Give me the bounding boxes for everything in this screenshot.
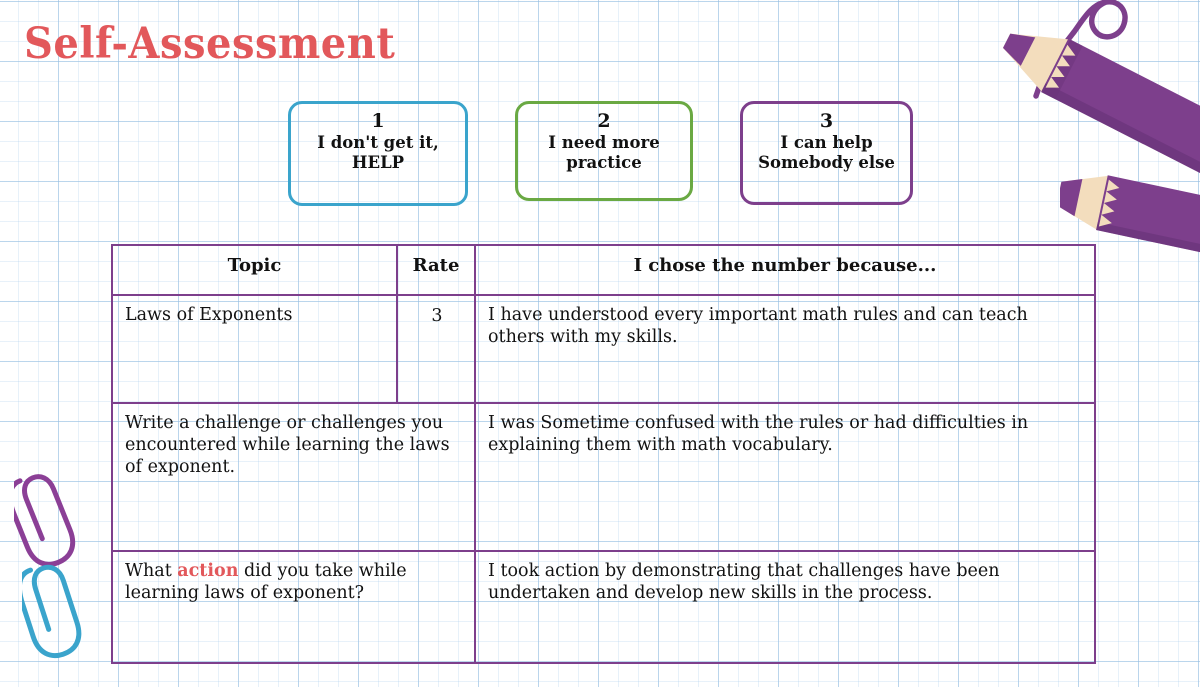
cell-prompt-3-highlight: action (177, 561, 239, 581)
page-title: Self-Assessment (24, 18, 396, 69)
rating-option-3-number: 3 (819, 110, 834, 132)
rating-option-2-description: I need more practice (548, 133, 660, 172)
rating-option-3[interactable]: 3 I can help Somebody else (740, 101, 913, 205)
cell-answer-2[interactable]: I was Sometime confused with the rules o… (474, 402, 1096, 552)
rating-option-1[interactable]: 1 I don't get it, HELP (288, 101, 468, 206)
rating-option-2-number: 2 (597, 110, 611, 132)
cell-reason-1[interactable]: I have understood every important math r… (474, 294, 1096, 404)
rating-option-1-description: I don't get it, HELP (317, 133, 439, 172)
cell-answer-3[interactable]: I took action by demonstrating that chal… (474, 550, 1096, 664)
table-row: Laws of Exponents 3 I have understood ev… (111, 294, 1096, 404)
cell-prompt-3-part-b: did you take while learning laws of expo… (125, 561, 407, 604)
table-header-row: Topic Rate I chose the number because... (111, 244, 1096, 296)
column-header-reason: I chose the number because... (474, 244, 1096, 296)
rating-option-1-number: 1 (371, 110, 385, 132)
cell-rate-1[interactable]: 3 (396, 294, 476, 404)
rating-option-2[interactable]: 2 I need more practice (515, 101, 693, 201)
column-header-rate: Rate (396, 244, 476, 296)
column-header-topic: Topic (111, 244, 398, 296)
cell-topic-1[interactable]: Laws of Exponents (111, 294, 398, 404)
cell-prompt-2: Write a challenge or challenges you enco… (111, 402, 476, 552)
self-assessment-table: Topic Rate I chose the number because...… (111, 244, 1096, 664)
table-row: What action did you take while learning … (111, 550, 1096, 664)
cell-prompt-3: What action did you take while learning … (111, 550, 476, 664)
table-row: Write a challenge or challenges you enco… (111, 402, 1096, 552)
rating-scale: 1 I don't get it, HELP 2 I need more pra… (288, 101, 913, 206)
cell-prompt-3-part-a: What (125, 561, 178, 581)
rating-option-3-description: I can help Somebody else (758, 133, 895, 172)
